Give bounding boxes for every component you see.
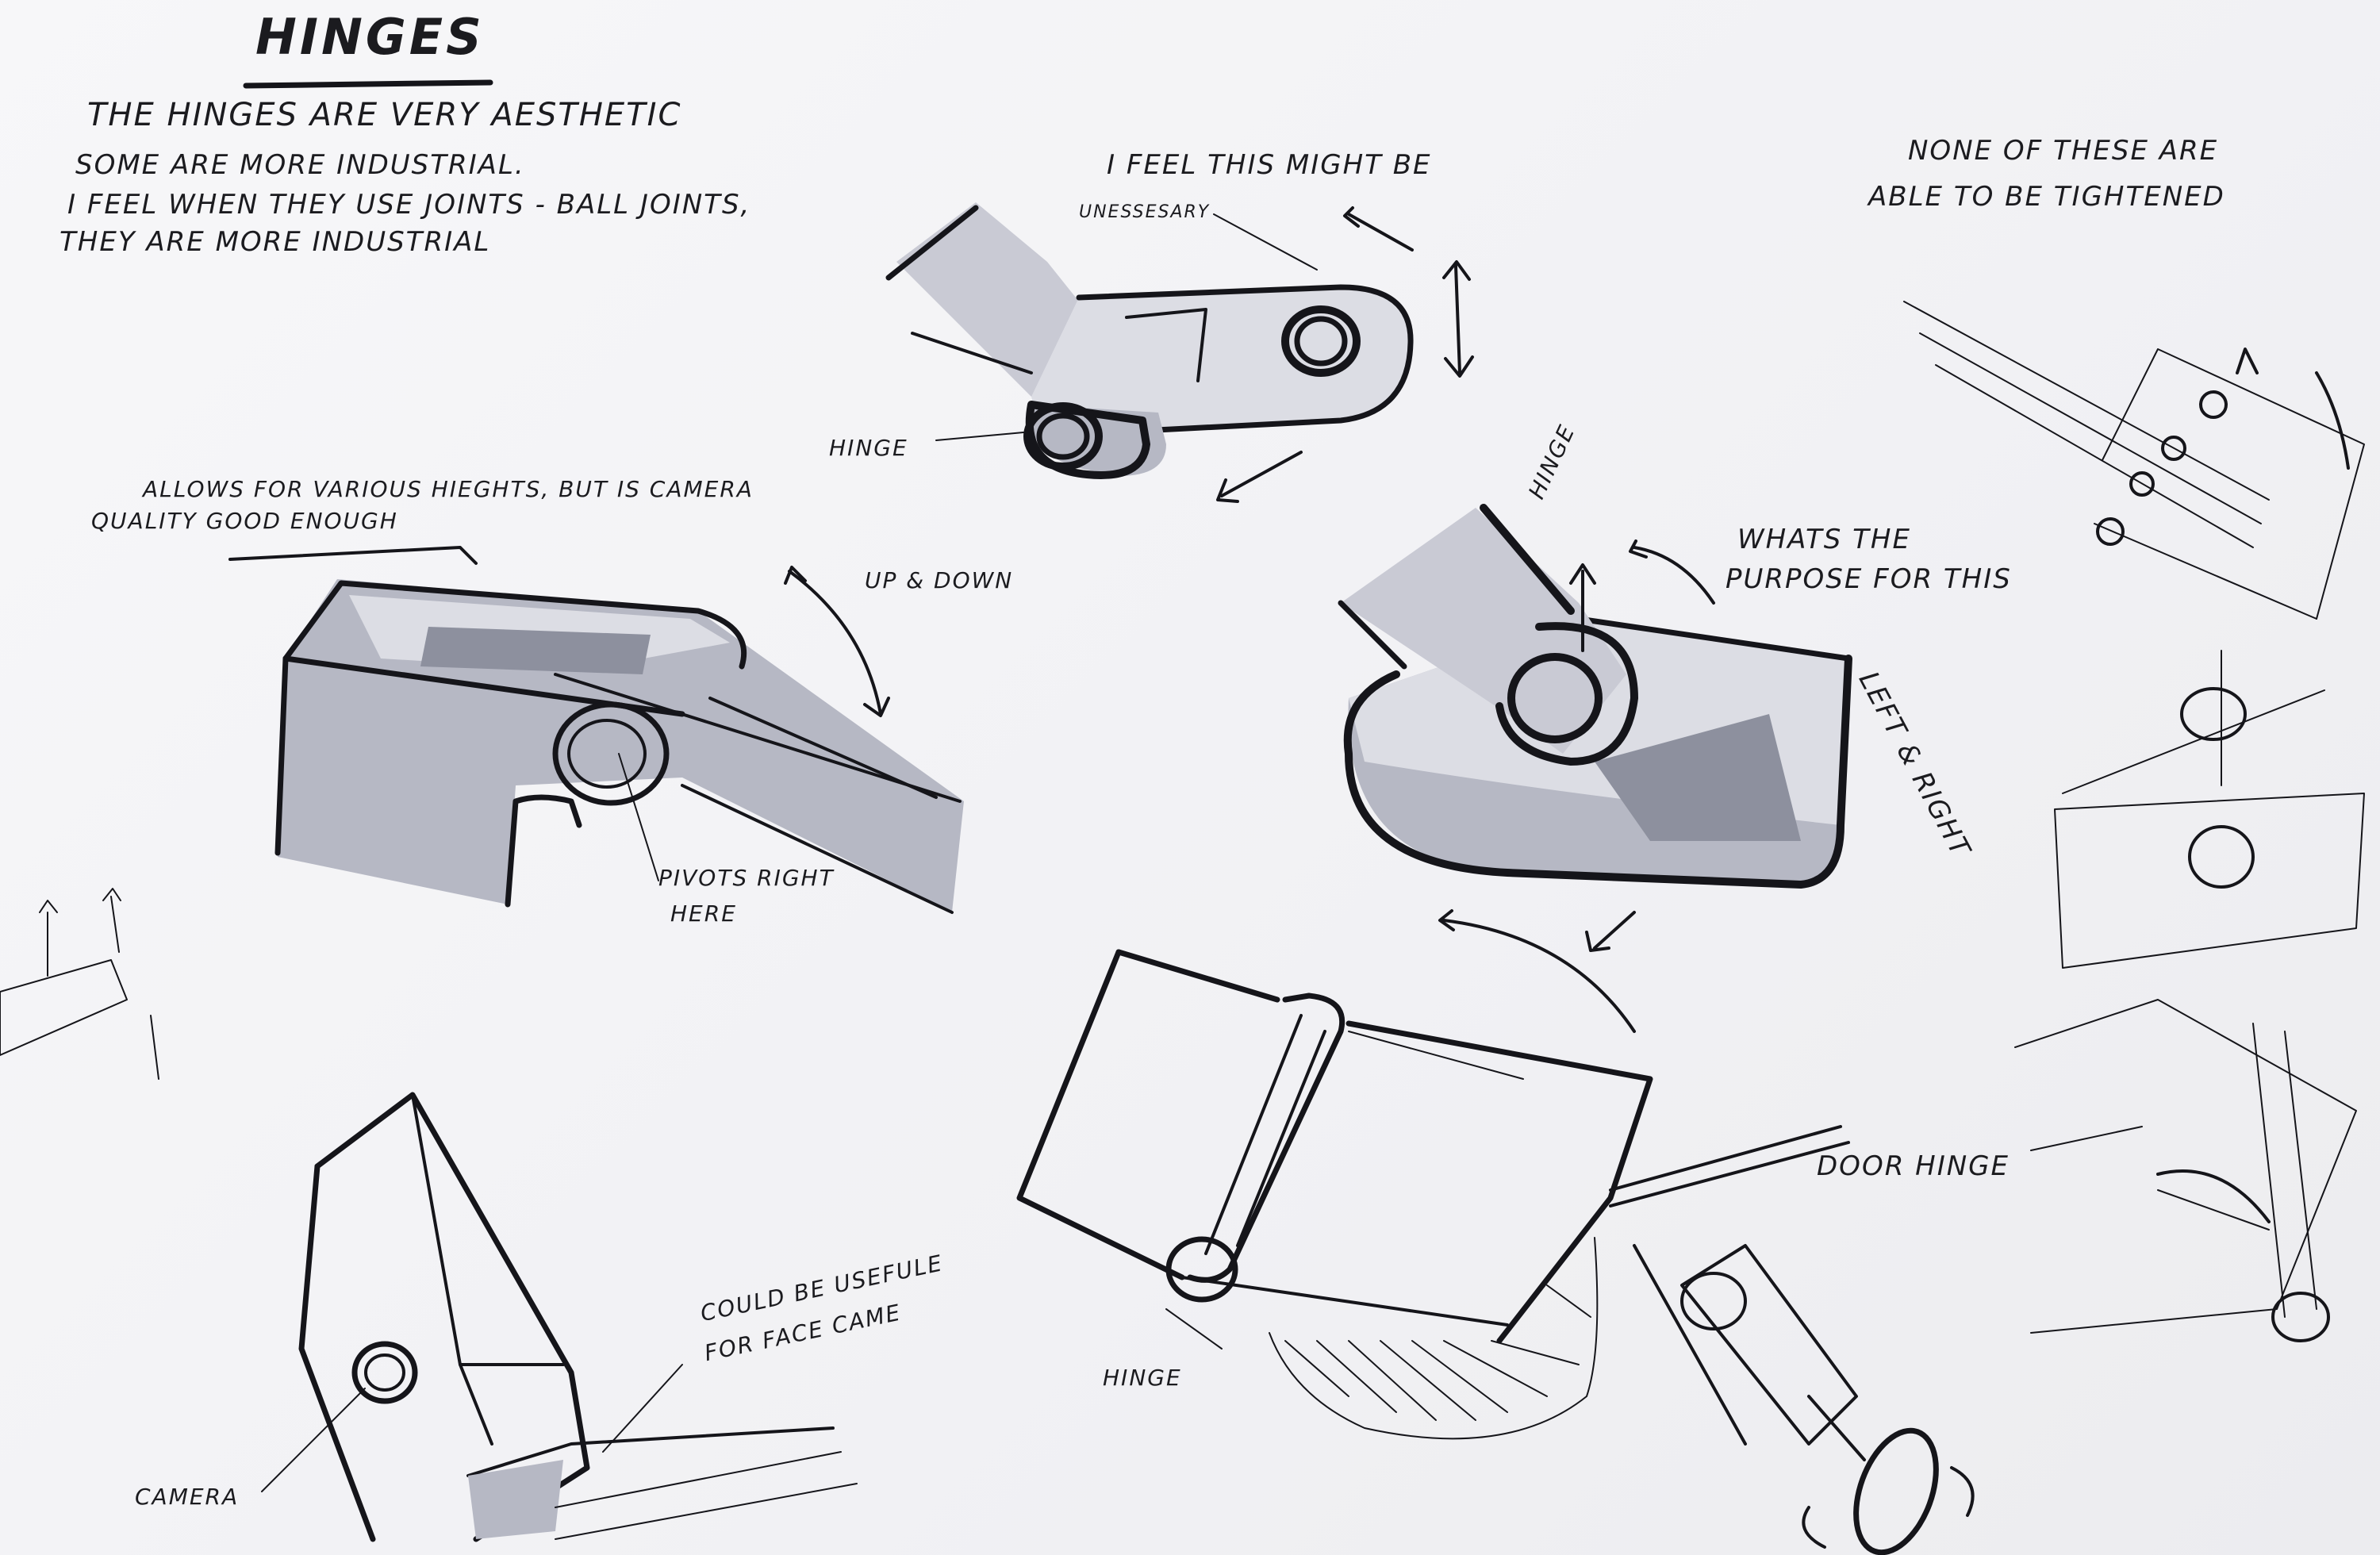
intro-line-4: THEY ARE MORE INDUSTRIAL	[60, 226, 491, 258]
note-tighten-2: ABLE TO BE TIGHTENED	[1868, 181, 2225, 213]
note-heights-1: ALLOWS FOR VARIOUS HIEGHTS, BUT IS CAMER…	[143, 476, 754, 502]
note-unnecessary-2: UNESSESARY	[1079, 202, 1211, 222]
sketch-flap-hinge	[1903, 301, 2365, 620]
page-title: HINGES	[255, 8, 485, 66]
note-purpose-2: PURPOSE FOR THIS	[1726, 563, 2012, 595]
note-pivots-1: PIVOTS RIGHT	[658, 865, 835, 891]
note-pivots-2: HERE	[670, 900, 737, 927]
sketch-wedge-camera	[261, 1092, 858, 1542]
note-purpose-1: WHATS THE	[1737, 524, 1911, 555]
title-underline	[243, 79, 493, 89]
note-door-hinge: DOOR HINGE	[1817, 1150, 2010, 1182]
sketch-swivel-plate	[2054, 650, 2365, 969]
sketch-flat-hinge	[1016, 949, 1653, 1440]
sketch-rounded-pivot	[1338, 504, 1852, 1033]
note-up-down: UP & DOWN	[865, 567, 1014, 593]
note-camera: CAMERA	[135, 1484, 240, 1510]
sketch-link-hinge	[885, 202, 1474, 503]
note-hinge-top: HINGE	[829, 435, 908, 461]
note-hinge-bottom: HINGE	[1103, 1365, 1182, 1391]
intro-line-1: THE HINGES ARE VERY AESTHETIC	[87, 97, 682, 133]
note-unnecessary-1: I FEEL THIS MIGHT BE	[1107, 149, 1432, 181]
intro-line-2: SOME ARE MORE INDUSTRIAL.	[75, 149, 525, 181]
note-tighten-1: NONE OF THESE ARE	[1908, 135, 2219, 167]
sketch-barrel-hinge	[2014, 999, 2357, 1342]
sketch-partial-edge	[0, 888, 159, 1080]
sketch-door-hinge	[1609, 1125, 1975, 1555]
sketch-camera-clamp	[228, 546, 964, 914]
note-heights-2: QUALITY GOOD ENOUGH	[91, 508, 398, 534]
intro-line-3: I FEEL WHEN THEY USE JOINTS - BALL JOINT…	[67, 189, 751, 221]
